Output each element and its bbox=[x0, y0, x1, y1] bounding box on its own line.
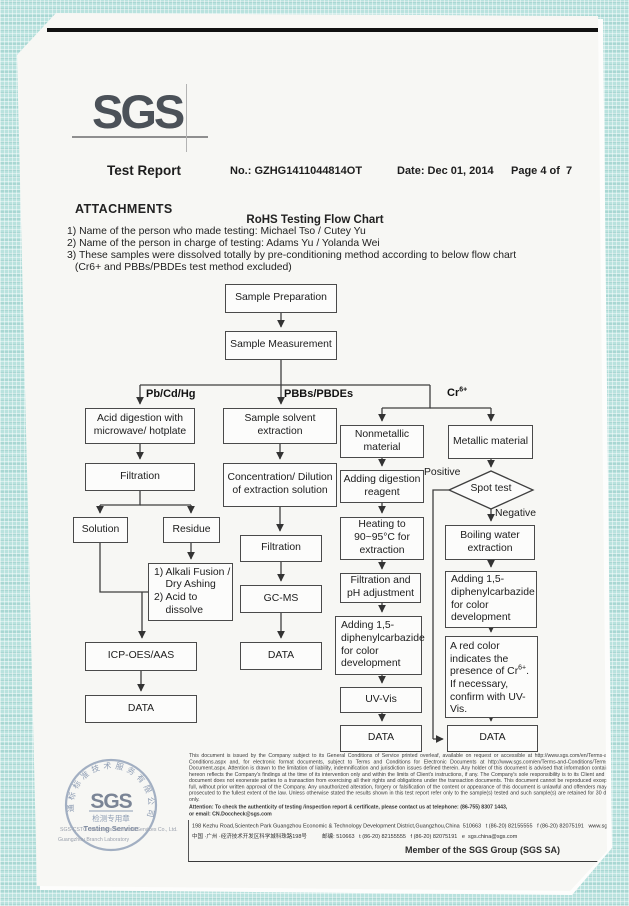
cr-label-superscript: 6+ bbox=[459, 386, 468, 394]
box-carbazide-1: Adding 1,5- diphenylcarbazide for color … bbox=[335, 616, 425, 675]
stamp-company-line1: SGS-CSTC Standards Technical Services Co… bbox=[60, 827, 178, 833]
box-data-2: DATA bbox=[240, 642, 322, 670]
note-1: 1) Name of the person who made testing: … bbox=[67, 226, 366, 237]
box-data-3: DATA bbox=[340, 725, 422, 752]
box-sample-measurement: Sample Measurement bbox=[225, 331, 337, 360]
stamp-company-line2: Guangzhou Branch Laboratory bbox=[58, 837, 130, 843]
sgs-logo-crop-mark bbox=[186, 84, 187, 152]
note-3-continued: (Cr6+ and PBBs/PBDEs test method exclude… bbox=[72, 262, 292, 273]
box-filtration-1: Filtration bbox=[85, 463, 195, 491]
label-positive: Positive bbox=[424, 467, 461, 478]
box-red-color-note: A red color indicates the presence of Cr… bbox=[445, 636, 538, 718]
box-alkali-fusion: 1) Alkali Fusion / Dry Ashing 2) Acid to… bbox=[148, 563, 233, 621]
address-english: 198 Kezhu Road,Scientech Park Guangzhou … bbox=[192, 823, 629, 830]
address-chinese: 中国 ·广州 ·经济技术开发区科学城科珠路198号 邮编: 510663 t (… bbox=[192, 833, 518, 840]
address-block: 198 Kezhu Road,Scientech Park Guangzhou … bbox=[188, 820, 629, 862]
red-color-post: . If necessary, confirm with UV-Vis. bbox=[450, 666, 530, 716]
flow-chart-title: RoHS Testing Flow Chart bbox=[246, 214, 384, 226]
stamp-sgs: SGS bbox=[90, 790, 132, 813]
red-color-pre: A red color indicates the presence of Cr bbox=[450, 641, 519, 678]
branch-label-pbbs-pbdes: PBBs/PBDEs bbox=[284, 388, 354, 400]
report-title: Test Report bbox=[107, 163, 182, 178]
member-line: Member of the SGS Group (SGS SA) bbox=[404, 845, 560, 855]
branch-label-pb-cd-hg: Pb/Cd/Hg bbox=[146, 388, 196, 400]
box-heating-extraction: Heating to 90~95°C for extraction bbox=[340, 517, 424, 560]
box-icp-oes-aas: ICP-OES/AAS bbox=[85, 642, 197, 671]
box-solvent-extraction: Sample solvent extraction bbox=[223, 408, 337, 444]
red-color-superscript: 6+ bbox=[518, 664, 527, 672]
stamp-line2: Testing Service bbox=[84, 824, 139, 833]
label-negative: Negative bbox=[495, 508, 537, 519]
sgs-logo: SGS bbox=[92, 85, 185, 138]
stamp-line1: 检测专用章 bbox=[92, 813, 130, 823]
box-nonmetallic-material: Nonmetallic material bbox=[340, 425, 424, 458]
report-number: No.: GZHG1411044814OT bbox=[230, 165, 363, 177]
page-indicator: Page 4 of 7 bbox=[511, 165, 573, 177]
note-2: 2) Name of the person in charge of testi… bbox=[67, 238, 380, 249]
box-data-4: DATA bbox=[447, 725, 538, 752]
box-uv-vis: UV-Vis bbox=[340, 687, 422, 713]
box-sample-preparation: Sample Preparation bbox=[225, 284, 337, 313]
box-adding-digestion-reagent: Adding digestion reagent bbox=[340, 470, 424, 503]
box-solution: Solution bbox=[73, 517, 128, 543]
report-date: Date: Dec 01, 2014 bbox=[397, 165, 494, 177]
testing-service-stamp: 通标标准技术服务有限公司 SGS 检测专用章 Testing Service bbox=[64, 758, 158, 852]
note-3: 3) These samples were dissolved totally … bbox=[67, 250, 517, 261]
scan-artifact-line bbox=[47, 28, 598, 32]
box-data-1: DATA bbox=[85, 695, 197, 723]
box-filtration-2: Filtration bbox=[240, 535, 322, 562]
box-gc-ms: GC-MS bbox=[240, 585, 322, 613]
sgs-logo-underline bbox=[72, 136, 208, 138]
attention-text: Attention: To check the authenticity of … bbox=[189, 804, 508, 817]
box-filtration-ph: Filtration and pH adjustment bbox=[340, 573, 421, 603]
box-carbazide-2: Adding 1,5- diphenylcarbazide for color … bbox=[445, 571, 537, 628]
branch-label-cr6: Cr6+ bbox=[447, 386, 468, 399]
diamond-spot-test: Spot test bbox=[470, 483, 512, 494]
box-boiling-water: Boiling water extraction bbox=[445, 525, 535, 560]
box-acid-digestion: Acid digestion with microwave/ hotplate bbox=[85, 408, 195, 444]
box-metallic-material: Metallic material bbox=[448, 425, 533, 459]
legal-block: This document is issued by the Company s… bbox=[189, 753, 615, 825]
cr-label-base: Cr bbox=[447, 387, 460, 399]
red-color-text: A red color indicates the presence of Cr… bbox=[450, 641, 533, 717]
box-residue: Residue bbox=[163, 517, 220, 543]
legal-text: This document is issued by the Company s… bbox=[189, 753, 615, 803]
attachments-heading: ATTACHMENTS bbox=[75, 202, 173, 216]
box-concentration-dilution: Concentration/ Dilution of extraction so… bbox=[223, 463, 337, 507]
